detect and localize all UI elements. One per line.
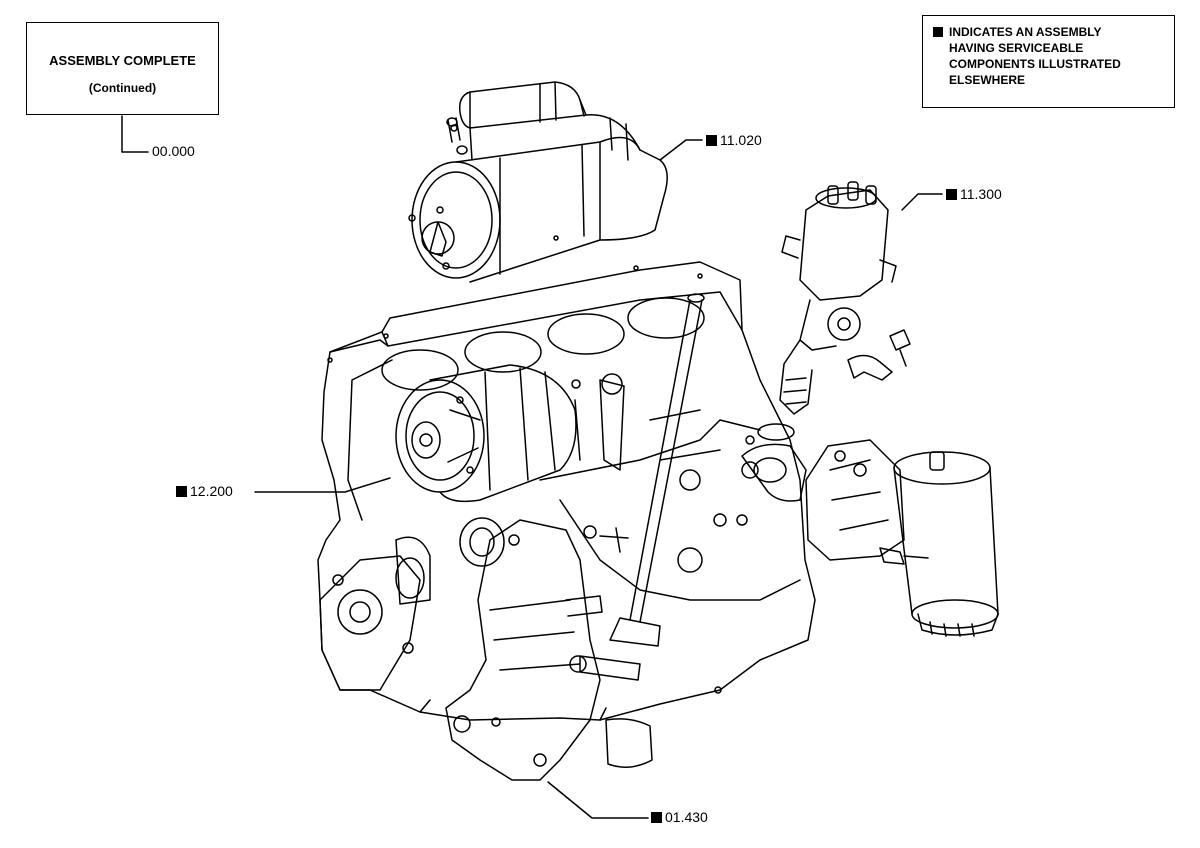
callout-starter-number: 11.020 <box>720 132 762 148</box>
distributor <box>758 182 910 440</box>
black-square-icon <box>706 135 717 146</box>
assembly-title-box: ASSEMBLY COMPLETE (Continued) <box>26 22 219 115</box>
assembly-title: ASSEMBLY COMPLETE <box>49 53 196 68</box>
black-square-icon <box>933 27 943 37</box>
front-cover <box>320 537 430 690</box>
assembly-subtitle: (Continued) <box>88 81 157 95</box>
callout-alternator[interactable]: 12.200 <box>176 483 233 499</box>
legend-line-3: COMPONENTS ILLUSTRATED <box>949 57 1121 71</box>
callout-alternator-number: 12.200 <box>190 483 233 499</box>
fastener-details <box>328 266 754 693</box>
water-pump <box>446 518 652 780</box>
assembly-reference-number: 00.000 <box>152 143 195 159</box>
callout-distributor[interactable]: 11.300 <box>946 186 1002 202</box>
black-square-icon <box>176 486 187 497</box>
leader-lines <box>122 116 942 818</box>
engine-block <box>318 262 815 720</box>
dipstick-tube <box>610 294 704 646</box>
callout-water-pump-number: 01.430 <box>665 809 708 825</box>
black-square-icon <box>946 189 957 200</box>
oil-filter <box>742 440 998 636</box>
legend-line-4: ELSEWHERE <box>949 73 1026 87</box>
callout-water-pump[interactable]: 01.430 <box>651 809 708 825</box>
callout-starter[interactable]: 11.020 <box>706 132 762 148</box>
callout-distributor-number: 11.300 <box>960 186 1002 202</box>
assembly-reference-label: 00.000 <box>152 143 195 159</box>
alternator <box>396 365 580 501</box>
legend-line-1: INDICATES AN ASSEMBLY <box>933 24 1164 40</box>
legend-line-2: HAVING SERVICEABLE <box>949 41 1084 55</box>
starter-motor <box>409 82 667 282</box>
legend-box: INDICATES AN ASSEMBLY HAVING SERVICEABLE… <box>922 15 1175 108</box>
black-square-icon <box>651 812 662 823</box>
